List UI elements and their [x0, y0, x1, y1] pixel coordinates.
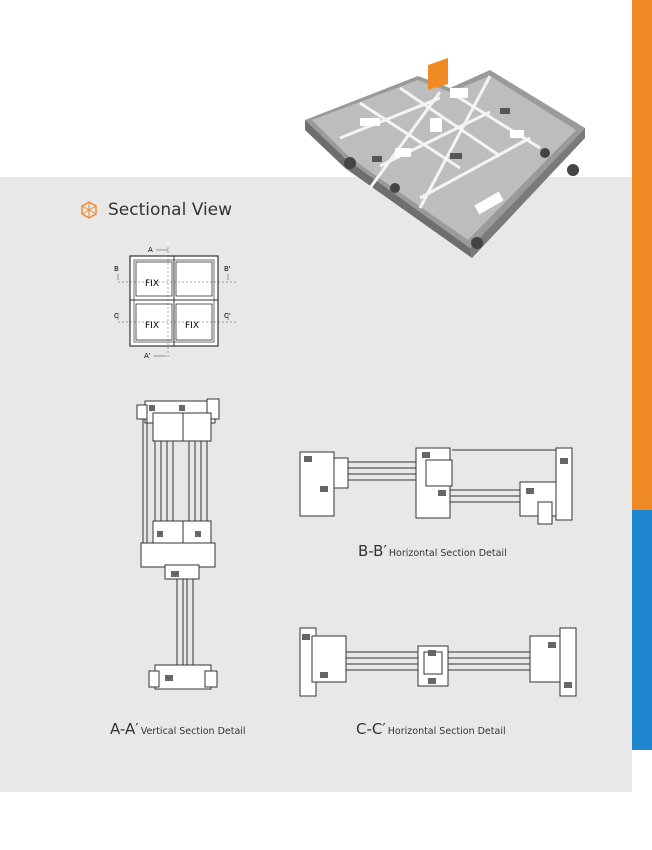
page-title: Sectional View	[108, 200, 233, 220]
pane-label: FIX	[145, 279, 159, 289]
marker-label: A'	[144, 352, 151, 360]
caption-code: A-A′	[110, 720, 139, 738]
side-tab-blue	[632, 510, 652, 750]
marker-label: B	[114, 265, 119, 273]
caption-code: B-B′	[358, 542, 387, 560]
marker-label: A	[148, 246, 153, 254]
caption-label: Horizontal Section Detail	[387, 726, 506, 737]
marker-label: C	[114, 312, 119, 320]
horizontal-section-b-drawing	[299, 447, 573, 525]
marker-label: B'	[224, 265, 231, 273]
hexagon-icon	[81, 201, 97, 219]
caption-code: C-C′	[356, 720, 386, 738]
horizontal-section-c-drawing	[299, 627, 577, 697]
side-tab-orange	[632, 0, 652, 510]
pane-label: FIX	[185, 321, 199, 331]
marker-label: C'	[224, 312, 231, 320]
caption-c: C-C′Horizontal Section Detail	[356, 719, 506, 738]
pane-label: FIX	[145, 321, 159, 331]
floor-plan-illustration	[305, 58, 585, 258]
section-header: Sectional View	[80, 200, 232, 220]
vertical-section-drawing	[136, 398, 220, 690]
caption-label: Horizontal Section Detail	[388, 548, 507, 559]
caption-b: B-B′Horizontal Section Detail	[358, 541, 507, 560]
window-key-diagram: FIX FIX FIX A A' B B' C C'	[114, 246, 238, 360]
caption-label: Vertical Section Detail	[140, 726, 246, 737]
caption-a: A-A′Vertical Section Detail	[110, 719, 246, 738]
